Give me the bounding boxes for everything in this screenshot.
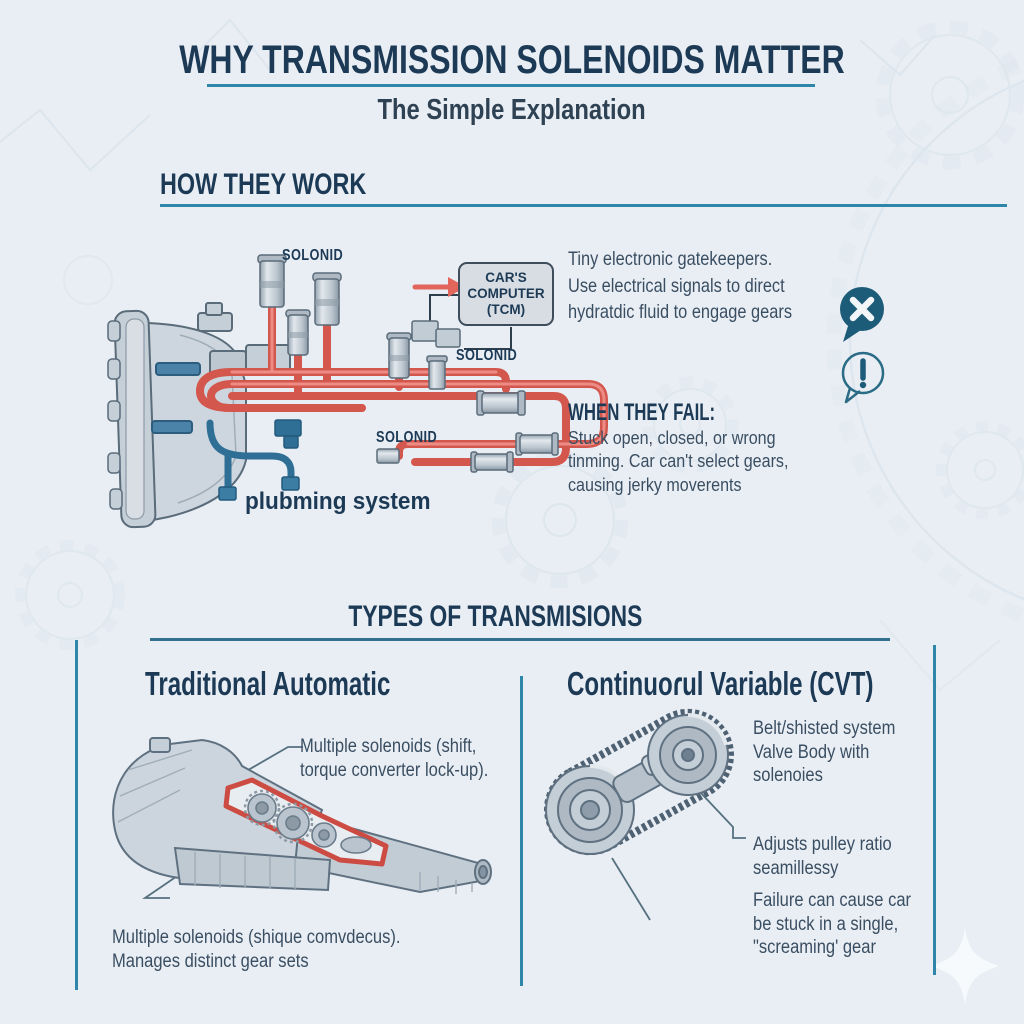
fail-heading: WHEN THEY FAIL: bbox=[568, 399, 716, 426]
red-arrow-icon bbox=[412, 277, 466, 297]
blue-plumbing-lines bbox=[206, 419, 295, 491]
solenoid-description: Tiny electronic gatekeepers. Use electri… bbox=[568, 248, 793, 324]
cvt-note-bottom: Failure can cause car be stuck in a sing… bbox=[753, 890, 912, 959]
gear-outline bbox=[641, 376, 739, 474]
types-left-border bbox=[75, 640, 78, 990]
solenoid-label-top: SOLONID bbox=[282, 247, 344, 264]
tcm-computer-label: CAR'S COMPUTER (TCM) bbox=[467, 269, 545, 318]
title-underline bbox=[207, 84, 815, 87]
cvt-title: Continuoɾul Variable (CVT) bbox=[567, 665, 874, 702]
types-right-border bbox=[933, 645, 936, 975]
plumbing-label: plubming system bbox=[245, 488, 431, 515]
page-subtitle: The Simple Explanation bbox=[377, 94, 647, 126]
circuit-line bbox=[859, 34, 936, 77]
types-column-divider bbox=[520, 676, 523, 986]
automatic-transmission-illustration bbox=[112, 737, 492, 899]
gear-outline bbox=[491, 451, 629, 589]
how-underline bbox=[160, 204, 1007, 207]
fail-description: Stuck open, closed, or wrong tinming. Ca… bbox=[568, 427, 789, 495]
cvt-right-pulley bbox=[647, 713, 729, 796]
circuit-line bbox=[879, 619, 1001, 692]
sparkle-decoration bbox=[931, 928, 999, 1004]
automatic-note-top: Multiple solenoids (shift, torque conver… bbox=[300, 736, 489, 781]
circuit-line bbox=[0, 108, 151, 172]
solenoid-plumbing-diagram bbox=[107, 254, 608, 529]
solenoid-label-right: SOLONID bbox=[456, 347, 518, 364]
types-section-heading: TYPES OF TRANSMISIONS bbox=[348, 600, 642, 633]
red-cutaway bbox=[223, 777, 389, 867]
exclamation-speech-bubble-icon bbox=[841, 351, 885, 404]
cvt-note-top: Belt/shisted system Valve Body with sole… bbox=[753, 718, 896, 787]
red-line-highlights bbox=[230, 305, 606, 446]
gear-outline bbox=[875, 20, 1024, 170]
cvt-left-pulley bbox=[545, 764, 635, 855]
circuit-line bbox=[189, 18, 271, 71]
gear-arc bbox=[848, 79, 1024, 601]
automatic-note-bottom: Multiple solenoids (shique comvdecus). M… bbox=[112, 927, 401, 972]
gear-outline bbox=[15, 540, 125, 650]
blue-connectors bbox=[218, 419, 302, 501]
gear-outline bbox=[936, 421, 1024, 519]
status-icons bbox=[840, 287, 885, 404]
cvt-pulley-illustration bbox=[544, 708, 746, 921]
page-title: WHY TRANSMISSION SOLENOIDS MATTER bbox=[179, 38, 845, 82]
cvt-note-mid: Adjusts pulley ratio seamillessy bbox=[753, 834, 892, 879]
types-underline bbox=[150, 638, 890, 641]
solenoid-cylinders bbox=[257, 254, 559, 473]
solenoid-label-loop: SOLONID bbox=[376, 429, 438, 446]
x-speech-bubble-icon bbox=[840, 287, 884, 342]
tcm-computer-box: CAR'S COMPUTER (TCM) bbox=[458, 262, 554, 326]
how-section-heading: HOW THEY WORK bbox=[160, 168, 367, 201]
leader-lines bbox=[611, 791, 746, 921]
gear-outline bbox=[62, 254, 114, 306]
traditional-automatic-title: Traditional Automatic bbox=[145, 665, 391, 702]
